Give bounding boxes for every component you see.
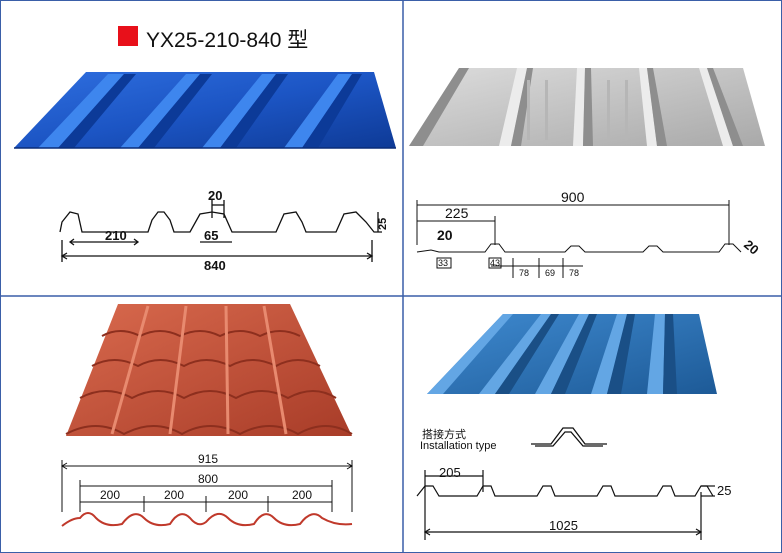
dim-d-height: 25 — [717, 483, 731, 498]
dim-b-pitch: 225 — [445, 205, 469, 221]
dim-a-rib-top: 20 — [208, 188, 222, 203]
dim-b-seg-2: 69 — [545, 268, 555, 278]
panel-d-profile-drawing — [416, 470, 715, 540]
install-type-cn-label: 搭接方式 — [422, 429, 466, 441]
dim-c-outer: 915 — [198, 452, 218, 466]
blue-sheet-ribs — [38, 74, 362, 148]
dim-a-pitch: 210 — [105, 228, 127, 243]
dim-d-total: 1025 — [549, 518, 578, 533]
dim-c-inner: 800 — [198, 472, 218, 486]
dim-b-top: 20 — [437, 227, 453, 243]
red-tile-body — [66, 304, 352, 436]
dim-b-small-b: 43 — [490, 258, 500, 268]
dim-b-rib-side: 20 — [741, 237, 762, 258]
dim-d-pitch: 205 — [439, 465, 461, 480]
dim-a-total: 840 — [204, 258, 226, 273]
red-tile-ridges — [110, 305, 288, 435]
blue-sheet-2-ribs — [427, 314, 677, 394]
panel-c-profile-drawing — [61, 460, 353, 512]
grey-sheet-illustration: 900 225 20 20 33 43 78 69 78 — [409, 68, 765, 278]
panel-a-title: YX25-210-840 型 — [146, 29, 309, 52]
panel-b-profile-drawing — [416, 200, 742, 278]
blue-sheet-2-illustration: 205 25 1025 — [416, 314, 731, 540]
dim-c-seg-3: 200 — [228, 488, 248, 502]
red-tile-steps — [65, 330, 353, 436]
red-square-marker — [118, 26, 138, 46]
dim-c-seg-1: 200 — [100, 488, 120, 502]
dim-a-rib-base: 65 — [204, 228, 218, 243]
install-type-en-label: Installation type — [420, 440, 497, 452]
dim-b-small-a: 33 — [438, 258, 448, 268]
panel-a-profile-drawing — [59, 200, 382, 262]
dim-a-height: 25 — [377, 218, 389, 230]
blue-sheet-illustration: 210 20 65 840 25 — [14, 72, 396, 273]
red-tile-illustration: 915 800 200 200 200 200 — [61, 304, 353, 527]
dim-c-seg-2: 200 — [164, 488, 184, 502]
dim-c-seg-4: 200 — [292, 488, 312, 502]
dim-b-total: 900 — [561, 189, 585, 205]
grey-sheet-ribs — [409, 68, 743, 146]
install-type-diagram — [531, 427, 607, 447]
dim-b-seg-3: 78 — [569, 268, 579, 278]
dim-b-seg-1: 78 — [519, 268, 529, 278]
red-tile-profile-curve — [61, 512, 353, 527]
